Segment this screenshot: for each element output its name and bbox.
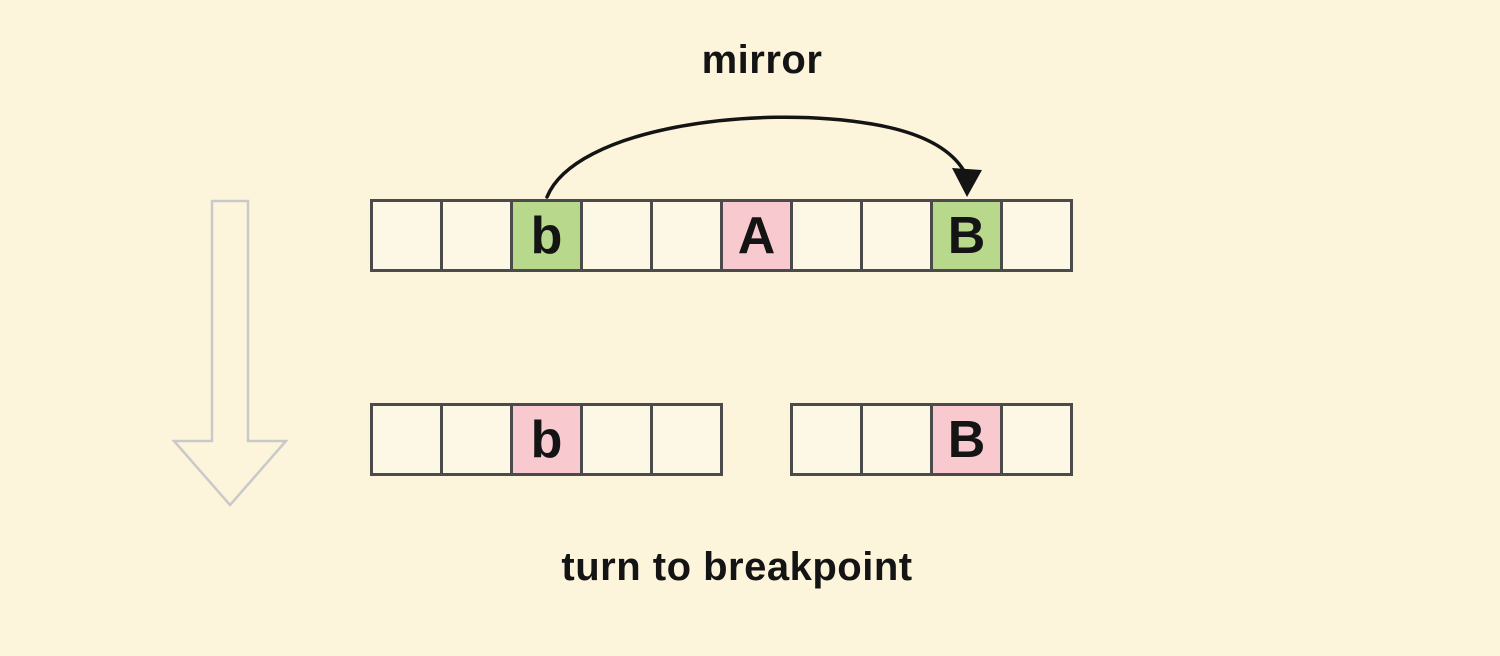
array-cell [370,403,443,476]
array-cell [790,199,863,272]
array-cell: B [930,199,1003,272]
caption-label: turn to breakpoint [561,545,913,589]
array-cell: b [510,403,583,476]
array-cell: A [720,199,793,272]
top-array: b A B [370,199,1073,272]
array-cell [1000,199,1073,272]
mirror-label: mirror [701,38,823,82]
array-cell [790,403,863,476]
array-cell: b [510,199,583,272]
array-cell [860,403,933,476]
mirror-arrow-icon [545,115,982,199]
bottom-left-array: b [370,403,723,476]
array-cell [860,199,933,272]
array-cell [650,199,723,272]
array-cell [370,199,443,272]
bottom-right-array: B [790,403,1073,476]
array-cell [440,199,513,272]
array-cell [580,199,653,272]
down-arrow-icon [171,199,289,507]
array-cell [650,403,723,476]
array-cell [440,403,513,476]
array-cell [1000,403,1073,476]
array-cell [580,403,653,476]
array-cell: B [930,403,1003,476]
